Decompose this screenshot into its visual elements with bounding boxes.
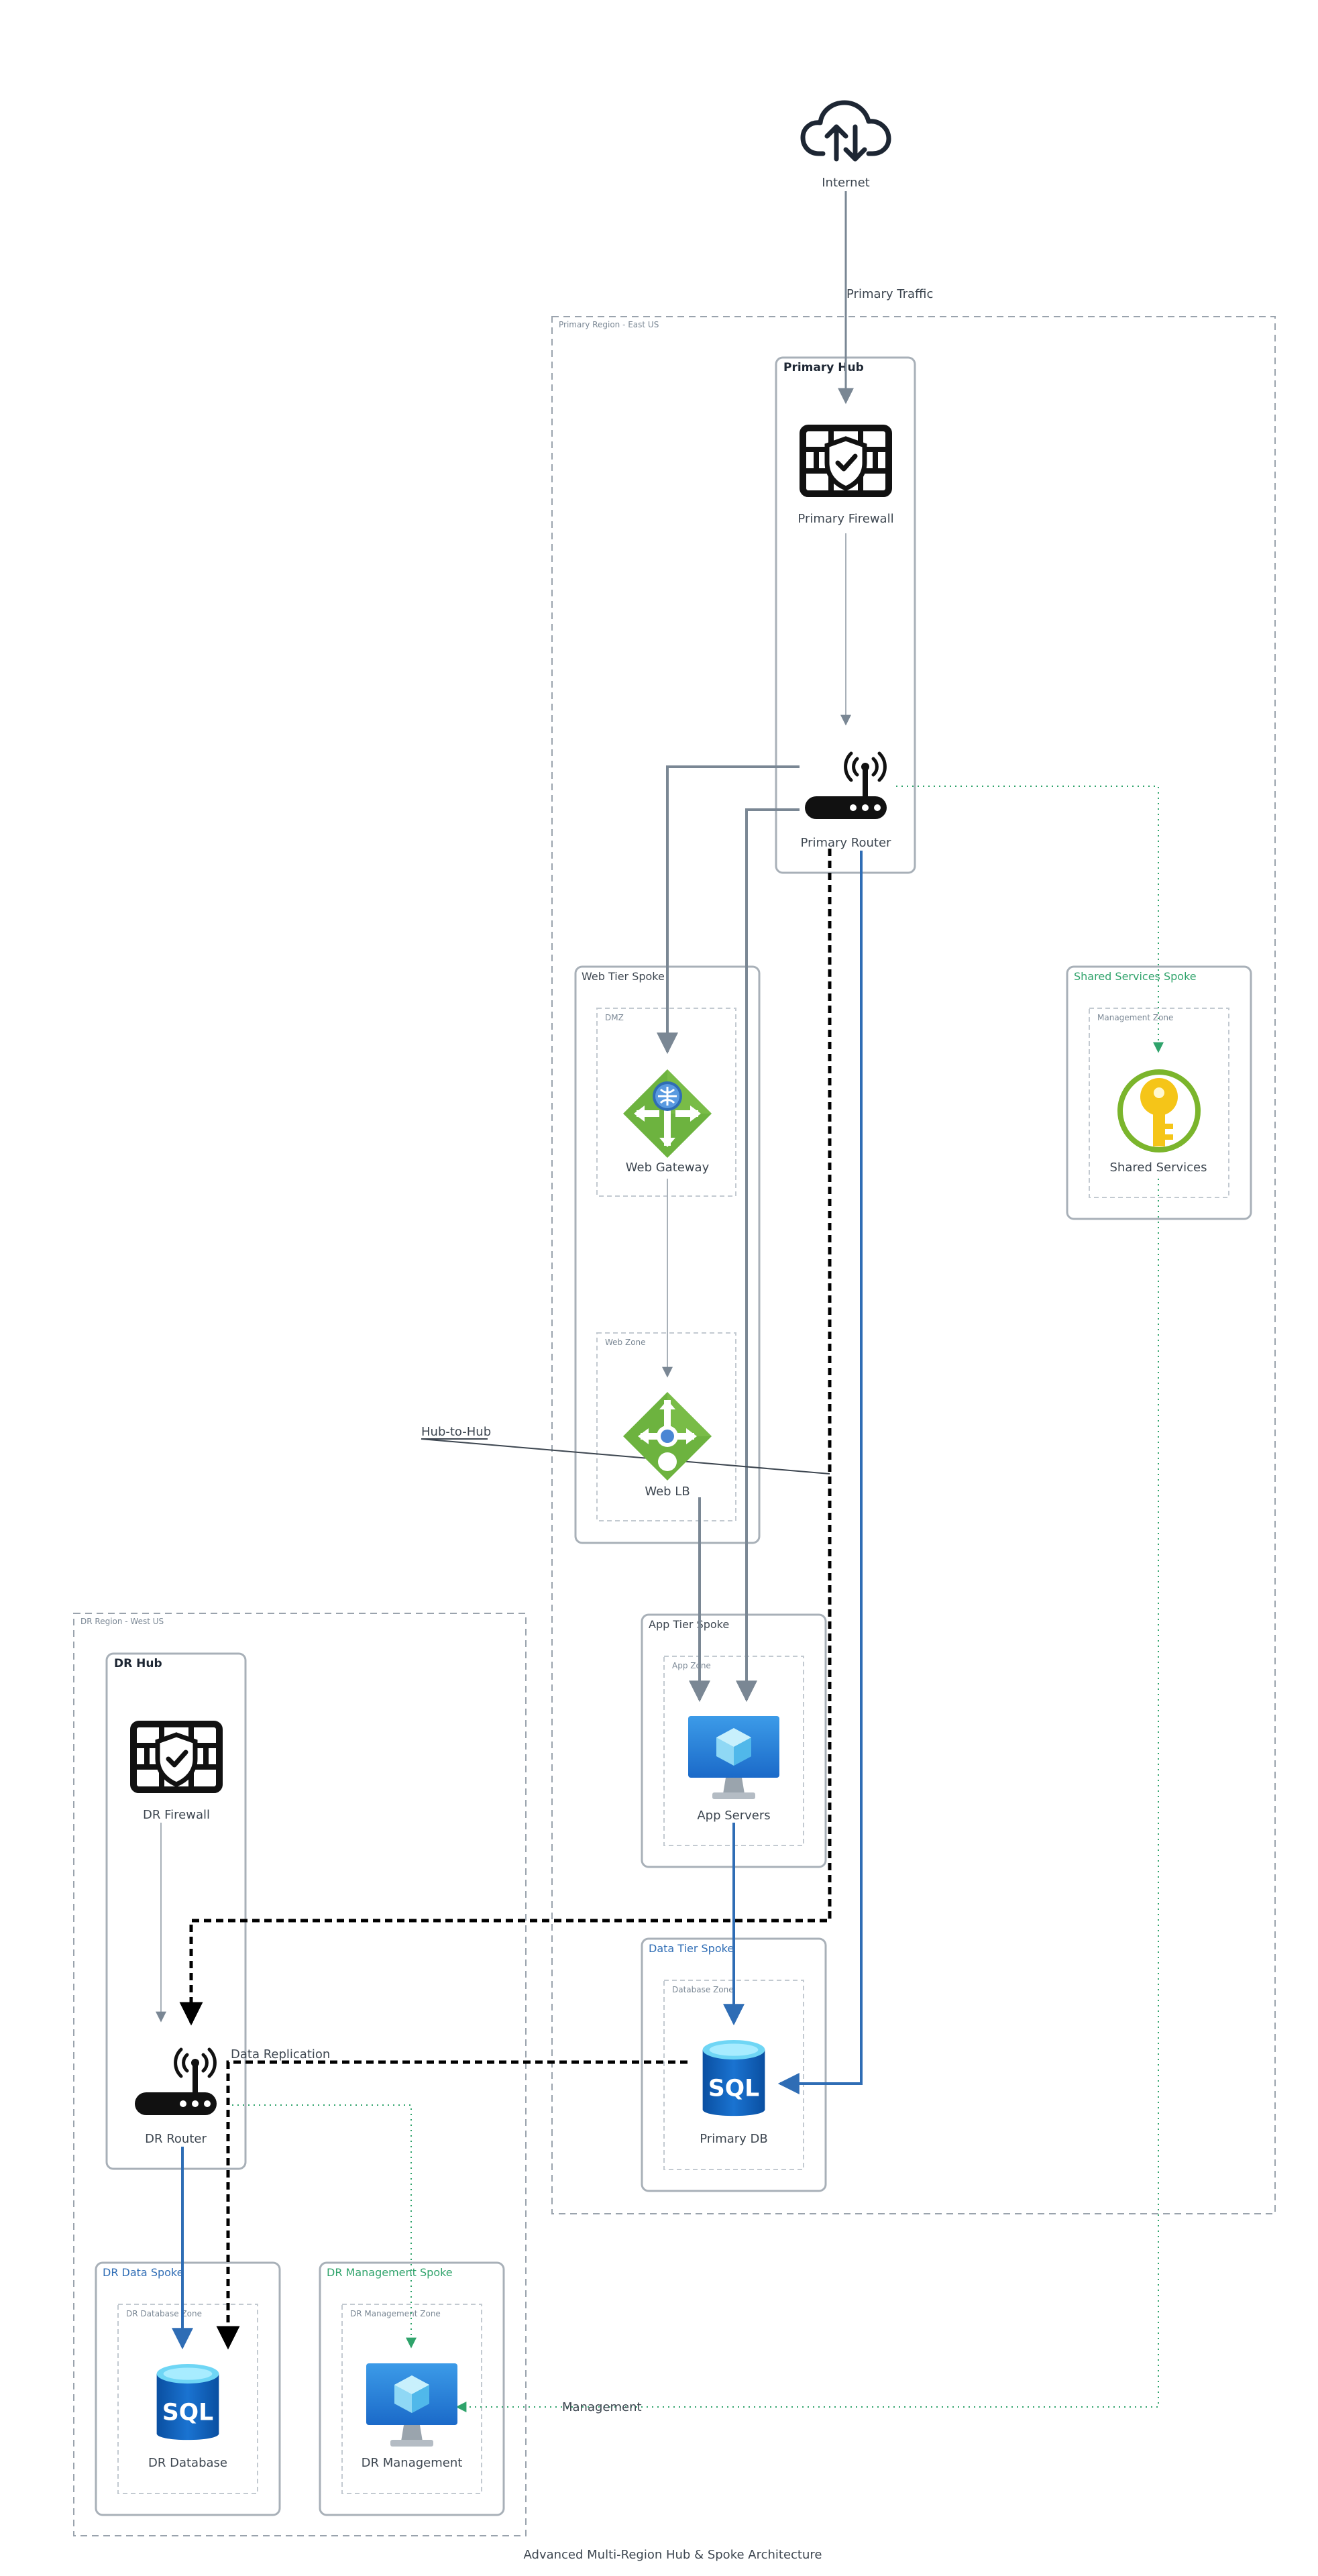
node-internet[interactable]: Internet — [803, 103, 889, 190]
diagram-title: Advanced Multi-Region Hub & Spoke Archit… — [524, 2548, 822, 2562]
node-web-lb[interactable]: Web LB — [623, 1392, 712, 1499]
edge-primary-router-to-primary-db — [777, 851, 863, 2094]
dr-region-label: DR Region - West US — [80, 1617, 164, 1626]
edge-primary-router-to-shared-services — [896, 786, 1164, 1053]
primary-region-label: Primary Region - East US — [559, 320, 659, 329]
node-web-gateway[interactable]: Web Gateway — [623, 1069, 712, 1175]
node-label-dr-firewall: DR Firewall — [143, 1808, 210, 1822]
app-zone-label: App Zone — [672, 1661, 711, 1670]
dr-data-spoke-title: DR Data Spoke — [103, 2266, 183, 2279]
dr-database-zone-label: DR Database Zone — [126, 2309, 202, 2318]
firewall-icon — [803, 428, 889, 494]
app-tier-spoke-title: App Tier Spoke — [649, 1618, 729, 1631]
dr-management-spoke-group: DR Management Spoke — [319, 2261, 505, 2516]
node-dr-management[interactable]: DR Management — [362, 2363, 463, 2470]
firewall-icon — [133, 1724, 219, 1790]
router-icon — [135, 2049, 217, 2115]
node-label-primary-db: Primary DB — [700, 2132, 768, 2146]
cloud-upload-download-icon — [803, 103, 889, 159]
management-zone: Management Zone — [1089, 1008, 1229, 1198]
edge-hub-to-hub-label-leader — [421, 1438, 830, 1474]
node-dr-router[interactable]: DR Router — [135, 2049, 217, 2146]
node-label-web-lb: Web LB — [645, 1485, 690, 1499]
edge-primary-router-to-web-gateway — [657, 765, 800, 1055]
dmz-zone-label: DMZ — [605, 1013, 624, 1022]
node-label-dr-router: DR Router — [145, 2132, 207, 2146]
primary-region: Primary Region - East US — [551, 316, 1276, 2214]
node-label-dr-database: DR Database — [148, 2456, 227, 2470]
node-label-primary-firewall: Primary Firewall — [798, 512, 893, 526]
application-gateway-icon — [623, 1069, 712, 1158]
dr-data-spoke-group: DR Data Spoke — [95, 2261, 281, 2516]
virtual-machine-icon — [366, 2363, 457, 2447]
sql-database-icon — [156, 2364, 219, 2440]
edge-shared-services-to-dr-management — [455, 1179, 1159, 2412]
dmz-zone: DMZ — [596, 1008, 736, 1197]
node-label-shared-services: Shared Services — [1110, 1161, 1207, 1175]
node-label-primary-router: Primary Router — [801, 836, 892, 850]
dr-management-zone: DR Management Zone — [341, 2304, 482, 2494]
node-dr-database[interactable]: DR Database — [148, 2364, 227, 2470]
key-vault-icon — [1120, 1072, 1198, 1150]
node-primary-router[interactable]: Primary Router — [801, 753, 892, 850]
web-zone: Web Zone — [596, 1332, 736, 1521]
sql-database-icon — [702, 2040, 765, 2116]
edge-data-replication — [216, 2060, 688, 2350]
database-zone-label: Database Zone — [672, 1985, 734, 1994]
node-label-web-gateway: Web Gateway — [626, 1161, 710, 1175]
web-tier-spoke-title: Web Tier Spoke — [582, 970, 665, 983]
node-shared-services[interactable]: Shared Services — [1110, 1072, 1207, 1175]
dr-hub-title: DR Hub — [114, 1657, 162, 1670]
primary-hub-title: Primary Hub — [783, 361, 864, 374]
node-label-app-servers: App Servers — [697, 1809, 770, 1823]
node-primary-firewall[interactable]: Primary Firewall — [798, 428, 894, 526]
load-balancer-icon — [623, 1392, 712, 1481]
edge-primary-router-to-app-servers — [736, 808, 800, 1703]
data-tier-spoke-title: Data Tier Spoke — [649, 1942, 734, 1955]
edge-dr-router-to-dr-management — [232, 2104, 417, 2349]
node-primary-db[interactable]: Primary DB — [700, 2040, 768, 2146]
database-zone: Database Zone — [663, 1980, 804, 2170]
node-app-servers[interactable]: App Servers — [688, 1716, 779, 1823]
edge-hub-to-hub — [179, 849, 832, 2026]
dr-region: DR Region - West US — [73, 1613, 527, 2536]
node-dr-firewall[interactable]: DR Firewall — [133, 1724, 219, 1822]
virtual-machine-icon — [688, 1716, 779, 1799]
dr-hub-group: DR Hub — [105, 1652, 247, 2170]
node-label-dr-management: DR Management — [362, 2456, 463, 2470]
edge-label-hub-to-hub: Hub-to-Hub — [421, 1425, 491, 1439]
edge-label-management: Management — [562, 2400, 642, 2414]
dr-management-spoke-title: DR Management Spoke — [327, 2266, 453, 2279]
edge-label-primary-traffic: Primary Traffic — [846, 287, 933, 301]
shared-services-spoke-title: Shared Services Spoke — [1074, 970, 1197, 983]
router-icon — [805, 753, 887, 819]
node-label-internet: Internet — [822, 176, 869, 190]
shared-services-spoke-group: Shared Services Spoke — [1066, 965, 1252, 1220]
edge-label-data-replication: Data Replication — [231, 2047, 330, 2061]
dr-management-zone-label: DR Management Zone — [350, 2309, 441, 2318]
web-zone-label: Web Zone — [605, 1338, 646, 1347]
management-zone-label: Management Zone — [1097, 1013, 1173, 1022]
edges: Primary Traffic Management Hub-to-Hub Da… — [156, 191, 1164, 2414]
